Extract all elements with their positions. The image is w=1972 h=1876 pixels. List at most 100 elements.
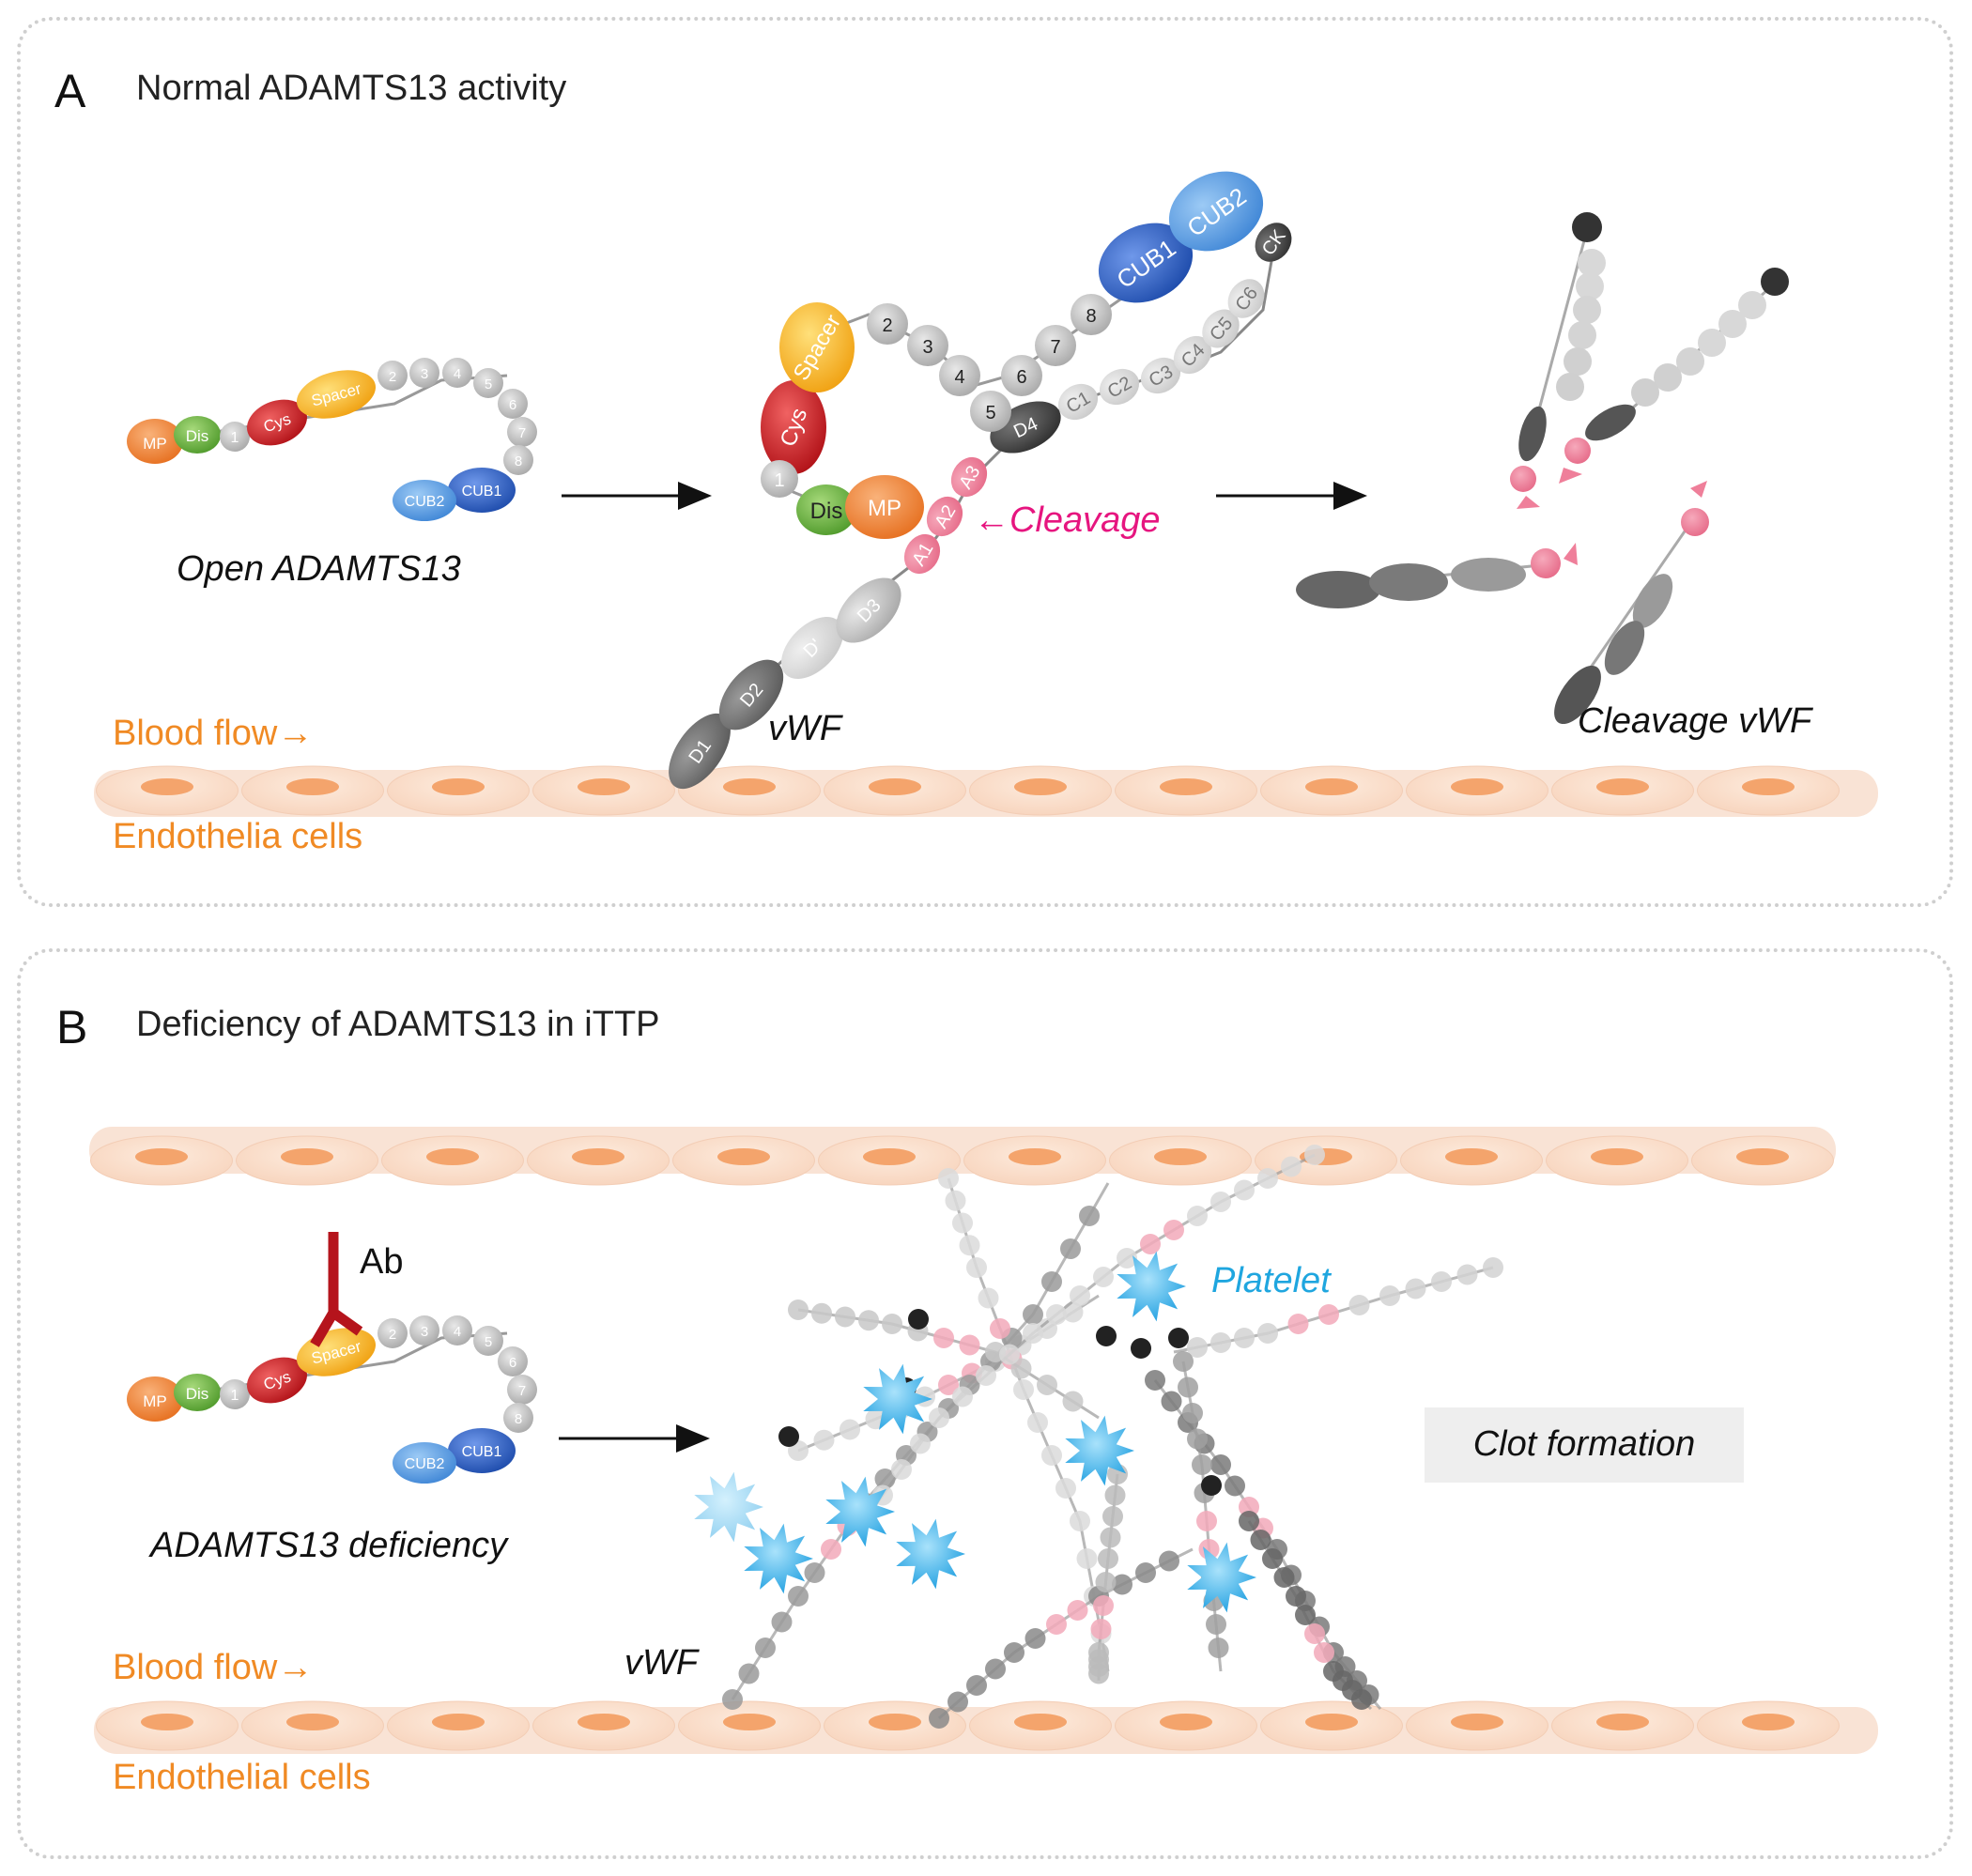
dis-domain — [174, 416, 221, 454]
vwf-terminal — [1131, 1338, 1151, 1359]
nucleus — [1451, 1714, 1503, 1730]
nucleus — [1742, 778, 1795, 795]
mp-label: MP — [143, 435, 167, 453]
vwf-bead — [1250, 1530, 1271, 1550]
adamts13-deficiency-label: ADAMTS13 deficiency — [150, 1526, 508, 1565]
vwf-bead — [1351, 1689, 1372, 1710]
a1-bead — [1314, 1642, 1334, 1663]
vwf-domain — [1227, 279, 1265, 318]
vwf-bead — [1257, 1323, 1278, 1344]
tsp-domain — [507, 1375, 537, 1405]
nucleus — [1445, 1148, 1498, 1165]
vwf-bead — [1210, 1454, 1231, 1475]
vwf-bead — [910, 1433, 931, 1454]
vwf-bead — [1010, 1358, 1032, 1379]
tsp1-label: 1 — [231, 430, 239, 446]
tsp-label: 2 — [389, 1327, 396, 1343]
vwf-bead — [1234, 1328, 1255, 1348]
tsp-label: 5 — [985, 403, 995, 423]
vwf-bead — [938, 1168, 959, 1189]
nucleus — [141, 778, 193, 795]
vwf-bead — [722, 1689, 743, 1710]
vwf-bead — [1023, 1323, 1043, 1344]
vwf-bead — [1093, 1267, 1114, 1287]
vwf-bead — [738, 1663, 760, 1684]
a1-bead — [933, 1328, 954, 1348]
blood-flow-label-a: Blood flow→ — [113, 714, 314, 753]
nucleus — [426, 1148, 479, 1165]
cys-domain — [247, 399, 307, 446]
tsp-domain — [498, 389, 528, 419]
vwf-bead — [1098, 1548, 1118, 1569]
a1-bead — [1304, 1623, 1325, 1644]
vwf-bead — [1225, 1475, 1245, 1497]
vwf-bead — [1070, 1511, 1090, 1531]
nucleus — [578, 1714, 630, 1730]
nucleus — [1014, 1714, 1067, 1730]
platelet-icon — [825, 1476, 895, 1547]
tsp-domain — [409, 1315, 439, 1345]
tsp-label: 4 — [454, 1324, 461, 1340]
tsp-label: 4 — [454, 366, 461, 382]
vwf-bead — [1135, 1562, 1156, 1583]
vwf-bead — [1027, 1412, 1048, 1433]
platelet-label: Platelet — [1211, 1261, 1331, 1300]
vwf-bead — [882, 1314, 902, 1334]
tsp-label: 8 — [515, 1411, 522, 1427]
dis-label: Dis — [186, 1385, 209, 1403]
nucleus — [1160, 1714, 1212, 1730]
vwf-bead — [1431, 1271, 1452, 1292]
vwf-bead — [1100, 1527, 1121, 1548]
nucleus — [1742, 1714, 1795, 1730]
open-adamts13-label: Open ADAMTS13 — [177, 549, 461, 589]
antibody-label: Ab — [360, 1242, 404, 1282]
tsp-label: 3 — [421, 1324, 428, 1340]
clot-formation-label: Clot formation — [1472, 1424, 1696, 1464]
tsp-label: 7 — [1050, 337, 1060, 358]
vwf-domain — [1099, 368, 1140, 406]
tsp-label: 2 — [389, 369, 396, 385]
cub2-domain — [393, 1442, 456, 1484]
vwf-bead — [1060, 1238, 1081, 1259]
panel-b-title: Deficiency of ADAMTS13 in iTTP — [136, 1005, 660, 1044]
vwf-bead — [1405, 1278, 1426, 1299]
nucleus — [723, 1714, 776, 1730]
vwf-bead — [1210, 1332, 1231, 1353]
vwf-bead — [959, 1235, 980, 1256]
tsp-domain — [503, 445, 533, 475]
platelet-icon — [863, 1363, 932, 1435]
vwf-domain — [926, 496, 963, 537]
vwf-bead — [788, 1299, 809, 1320]
vwf-bead — [840, 1419, 860, 1440]
nucleus — [286, 778, 339, 795]
vwf-bead — [811, 1302, 832, 1324]
mp-domain — [127, 419, 183, 464]
vwf-bead — [788, 1586, 809, 1607]
vwf-bead — [755, 1638, 776, 1658]
vwf-bead — [1273, 1567, 1295, 1588]
vwf-bead — [1062, 1391, 1084, 1412]
nucleus — [1305, 778, 1358, 795]
platelet-icon — [896, 1518, 965, 1590]
vwf-domain — [669, 713, 731, 790]
vwf-bead — [1483, 1257, 1503, 1278]
tsp-label: 8 — [515, 454, 522, 469]
vwf-bead — [813, 1429, 835, 1451]
vwf-bead — [1456, 1264, 1478, 1285]
vwf-bead — [1348, 1295, 1370, 1315]
cub1-domain — [448, 1428, 516, 1473]
vwf-bead — [1210, 1192, 1231, 1212]
nucleus — [1160, 778, 1212, 795]
tsp-label: 6 — [509, 397, 516, 413]
vwf-bead — [1257, 1168, 1278, 1189]
tsp-domain — [442, 1315, 472, 1345]
nucleus — [869, 778, 921, 795]
a1-bead — [990, 1318, 1010, 1339]
vwf-bead — [1037, 1375, 1057, 1395]
nucleus — [141, 1714, 193, 1730]
platelet-icon — [1117, 1251, 1186, 1322]
tsp-label: 5 — [485, 377, 492, 392]
vwf-bead — [1088, 1663, 1109, 1684]
vwf-bead — [1076, 1548, 1098, 1569]
vwf-bead — [1379, 1285, 1400, 1306]
